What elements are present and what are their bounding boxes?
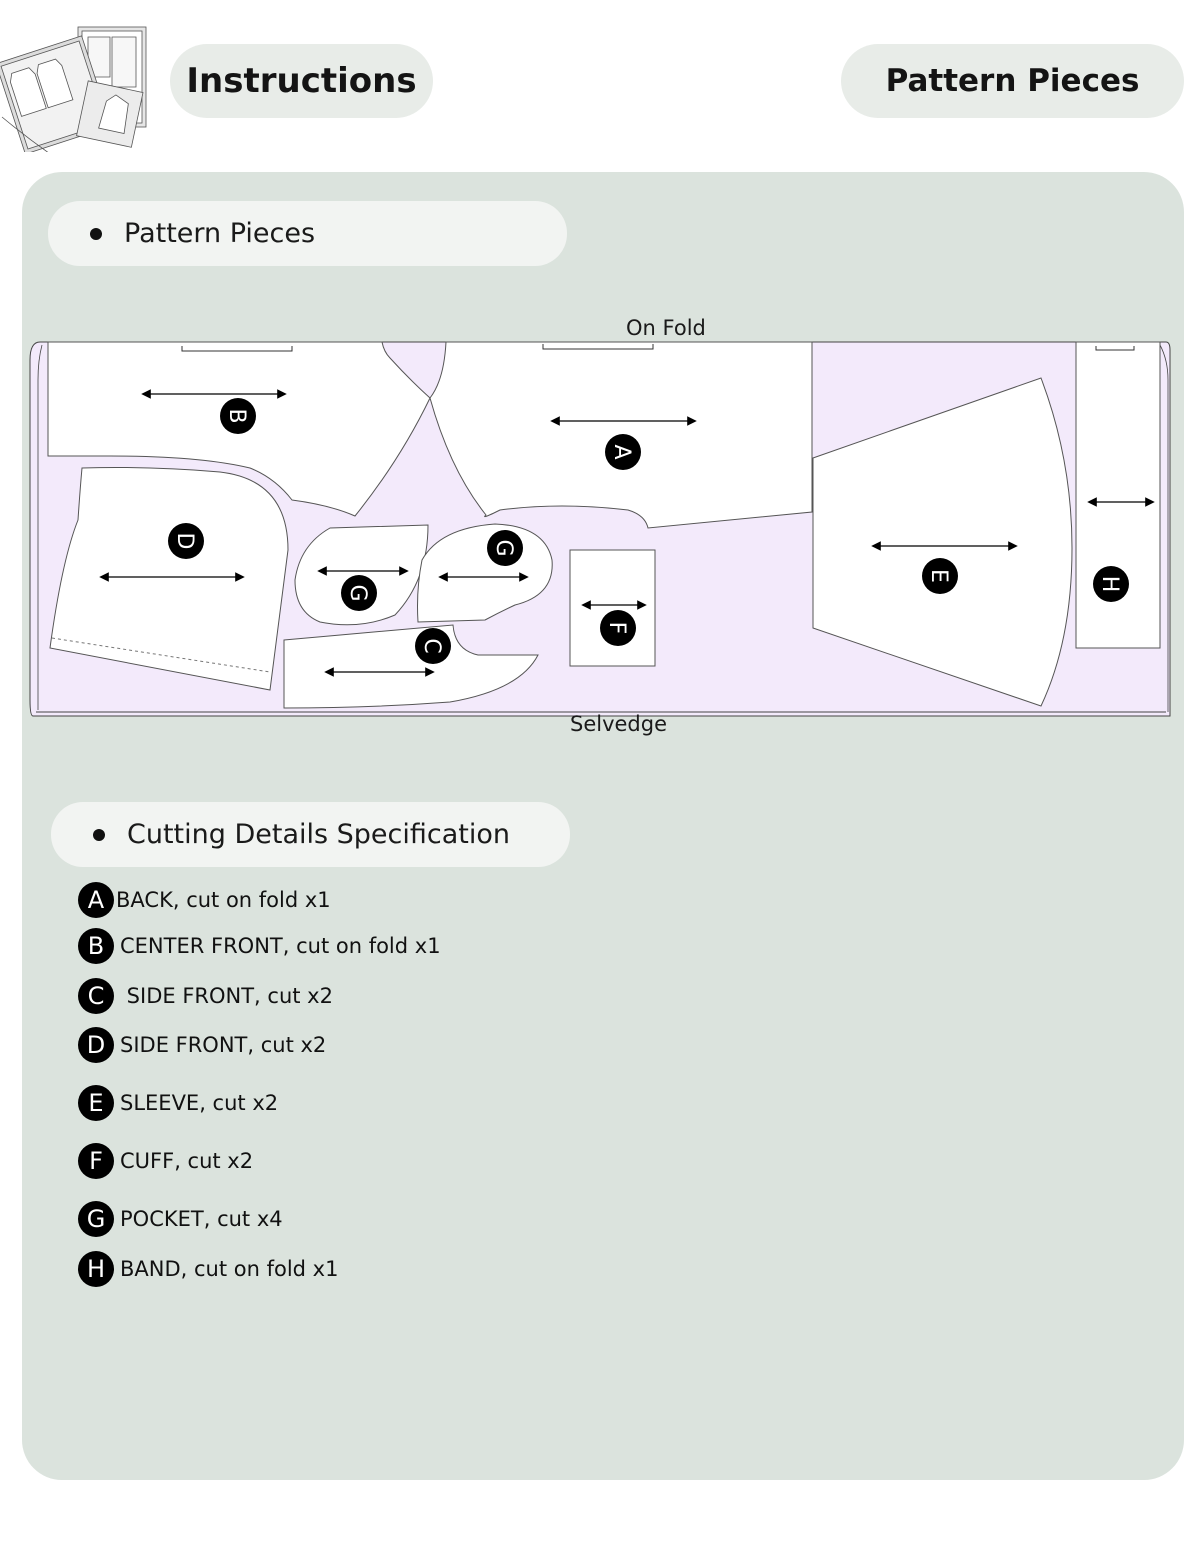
cut-item-g: G POCKET, cut x4 — [78, 1201, 283, 1237]
cut-item-a: A BACK, cut on fold x1 — [78, 882, 331, 918]
piece-badge-g-1: G — [341, 575, 377, 611]
cut-item-c: C SIDE FRONT, cut x2 — [78, 978, 333, 1014]
piece-letter: G — [345, 584, 370, 601]
pattern-pieces-heading: Pattern Pieces — [124, 218, 316, 249]
bullet — [90, 227, 102, 240]
cutting-layout-diagram: B A D G G C F E H — [29, 341, 1171, 717]
piece-badge-h: H — [1093, 566, 1129, 602]
piece-letter: H — [1097, 576, 1122, 593]
cut-item-text: SIDE FRONT, cut x2 — [120, 1033, 327, 1057]
cut-item-text: CENTER FRONT, cut on fold x1 — [120, 934, 441, 958]
cutting-details-heading: Cutting Details Specification — [127, 819, 511, 850]
cut-item-text: BAND, cut on fold x1 — [120, 1257, 339, 1281]
letter-badge: E — [78, 1085, 114, 1121]
cut-item-text: SIDE FRONT, cut x2 — [120, 984, 333, 1008]
cutting-details-section-header: Cutting Details Specification — [51, 802, 570, 867]
piece-letter: E — [926, 569, 951, 583]
cut-item-text: CUFF, cut x2 — [120, 1149, 254, 1173]
letter-badge: A — [78, 882, 114, 918]
letter-badge: G — [78, 1201, 114, 1237]
piece-letter: C — [419, 638, 444, 653]
piece-badge-b: B — [220, 398, 256, 434]
letter-badge: H — [78, 1251, 114, 1287]
instructions-title: Instructions — [170, 44, 433, 118]
piece-badge-d: D — [168, 523, 204, 559]
piece-letter: D — [172, 533, 197, 550]
pattern-pieces-title: Pattern Pieces — [841, 44, 1184, 118]
piece-letter: F — [604, 622, 629, 635]
pattern-pieces-section-header: Pattern Pieces — [48, 201, 567, 266]
cut-item-f: F CUFF, cut x2 — [78, 1143, 253, 1179]
instructions-title-text: Instructions — [186, 61, 417, 101]
cut-item-h: H BAND, cut on fold x1 — [78, 1251, 338, 1287]
cut-item-text: SLEEVE, cut x2 — [120, 1091, 279, 1115]
selvedge-label: Selvedge — [570, 712, 668, 736]
on-fold-label: On Fold — [626, 316, 706, 340]
piece-c — [283, 624, 539, 709]
piece-badge-a: A — [605, 434, 641, 470]
letter-badge: B — [78, 928, 114, 964]
cut-item-b: B CENTER FRONT, cut on fold x1 — [78, 928, 441, 964]
piece-letter: B — [224, 408, 249, 423]
piece-letter: A — [609, 444, 634, 459]
cut-item-text: POCKET, cut x4 — [120, 1207, 283, 1231]
cut-item-d: D SIDE FRONT, cut x2 — [78, 1027, 326, 1063]
piece-badge-f: F — [600, 610, 636, 646]
piece-h — [1075, 341, 1161, 649]
pattern-pieces-title-text: Pattern Pieces — [885, 63, 1140, 99]
letter-badge: C — [78, 978, 114, 1014]
piece-badge-g-2: G — [487, 530, 523, 566]
letter-badge: D — [78, 1027, 114, 1063]
piece-f — [569, 549, 656, 667]
piece-badge-c: C — [415, 628, 451, 664]
bullet — [93, 828, 105, 841]
cut-item-e: E SLEEVE, cut x2 — [78, 1085, 278, 1121]
cut-item-text: BACK, cut on fold x1 — [116, 888, 331, 912]
piece-badge-e: E — [922, 558, 958, 594]
pattern-sheets-logo — [0, 26, 147, 152]
piece-letter: G — [491, 539, 516, 556]
letter-badge: F — [78, 1143, 114, 1179]
